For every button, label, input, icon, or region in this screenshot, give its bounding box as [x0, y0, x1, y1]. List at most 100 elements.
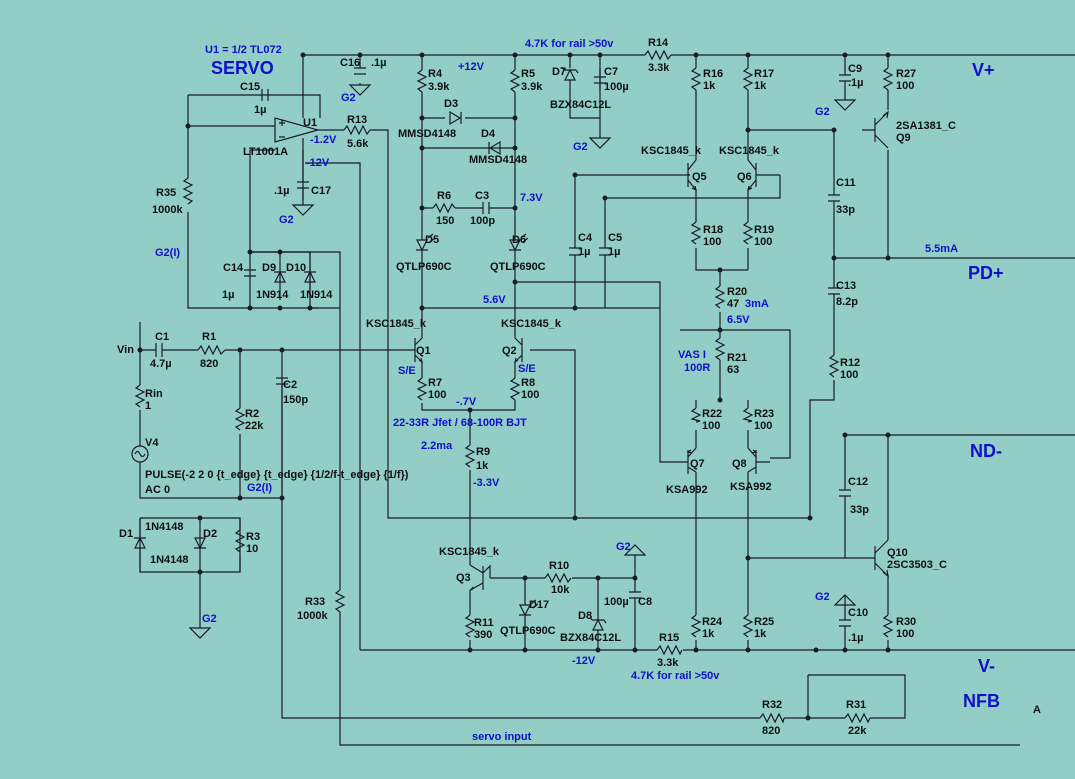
part-q8: KSA992	[730, 481, 772, 493]
designator-r8: R8	[521, 377, 535, 389]
capacitor-c14	[244, 269, 256, 277]
designator-c12: C12	[848, 476, 868, 488]
node-a: A	[1033, 704, 1041, 716]
value-c17: .1µ	[274, 185, 290, 197]
volt-p12: +12V	[458, 61, 485, 73]
led-d5	[416, 233, 436, 252]
capacitor-c7	[594, 76, 606, 84]
resistor-r6	[432, 202, 456, 214]
value-r22: 100	[702, 420, 720, 432]
resistor-r31	[844, 712, 871, 724]
designator-c10: C10	[848, 607, 868, 619]
designator-d1: D1	[119, 528, 133, 540]
value-c2: 150p	[283, 394, 308, 406]
resistor-r5	[509, 69, 521, 93]
ground-label: G2	[573, 141, 588, 153]
designator-r5: R5	[521, 68, 535, 80]
value-d7: BZX84C12L	[550, 99, 611, 111]
designator-c13: C13	[836, 280, 856, 292]
resistor-r27	[882, 67, 894, 91]
value-r31: 22k	[848, 725, 867, 737]
resistor-r1	[197, 344, 226, 356]
designator-q2: Q2	[502, 345, 517, 357]
value-c4: 1µ	[578, 246, 590, 258]
diode-d9	[274, 270, 286, 283]
value-r20: 47	[727, 298, 739, 310]
resistor-r35	[182, 177, 194, 216]
designator-r7: R7	[428, 377, 442, 389]
diode-d1	[134, 518, 146, 572]
value-d1: 1N4148	[145, 521, 184, 533]
vas-note-2: 100R	[684, 362, 710, 374]
se-label-1: S/E	[398, 365, 416, 377]
value-r9: 1k	[476, 460, 489, 472]
designator-r16: R16	[703, 68, 723, 80]
part-q6: KSC1845_k	[719, 145, 780, 157]
value-r32: 820	[762, 725, 780, 737]
value-d9: 1N914	[256, 289, 289, 301]
value-d4: MMSD4148	[469, 154, 527, 166]
bjt-q7	[680, 447, 697, 474]
volt-5_6: 5.6V	[483, 294, 506, 306]
designator-c5: C5	[608, 232, 622, 244]
designator-c11: C11	[836, 177, 856, 189]
led-d17	[519, 599, 539, 630]
designator-q1: Q1	[416, 345, 431, 357]
rail-pdplus: PD+	[968, 263, 1004, 283]
value-c15: 1µ	[254, 104, 266, 116]
resistor-r19	[742, 221, 754, 245]
resistor-r22	[690, 407, 702, 423]
designator-r11: R11	[474, 617, 494, 629]
resistor-r11	[464, 614, 476, 638]
designator-d17: D17	[529, 599, 549, 611]
bjt-q2	[514, 330, 523, 364]
designator-r12: R12	[840, 357, 860, 369]
value-d17: QTLP690C	[500, 625, 556, 637]
bjt-q10	[870, 535, 889, 578]
designator-r20: R20	[727, 286, 747, 298]
resistor-r21	[714, 337, 726, 361]
capacitor-c3	[470, 202, 500, 214]
resistor-r23	[742, 407, 754, 423]
resistor-r14	[644, 49, 672, 61]
value-r15: 3.3k	[657, 657, 679, 669]
capacitor-c15	[261, 89, 269, 101]
zener-d8	[589, 612, 607, 632]
designator-r32: R32	[762, 699, 782, 711]
designator-c7: C7	[604, 66, 618, 78]
rail-vminus: V-	[978, 656, 995, 676]
rail-nfb: NFB	[963, 691, 1000, 711]
volt-7_3: 7.3V	[520, 192, 543, 204]
diode-d4	[488, 140, 501, 156]
volt-m_7: -.7V	[456, 396, 477, 408]
value-r17: 1k	[754, 80, 767, 92]
designator-c2: C2	[283, 379, 297, 391]
designator-c14: C14	[223, 262, 244, 274]
value-c16: .1µ	[371, 57, 387, 69]
designator-d4: D4	[481, 128, 496, 140]
ground-symbols	[188, 84, 857, 639]
designator-c16: C16	[340, 57, 360, 69]
bjt-q6	[747, 159, 780, 192]
diode-d3	[449, 110, 462, 126]
capacitor-c4	[569, 247, 581, 256]
designator-q10: Q10	[887, 547, 908, 559]
designator-q8: Q8	[732, 458, 747, 470]
capacitor-c9	[839, 55, 851, 92]
designator-d5: D5	[425, 234, 439, 246]
value-r4: 3.9k	[428, 81, 450, 93]
rail-ndminus: ND-	[970, 441, 1002, 461]
opamp-u1	[274, 117, 321, 143]
r14-note: 4.7K for rail >50v	[525, 38, 614, 50]
value-r2: 22k	[245, 420, 264, 432]
resistor-r7	[416, 377, 428, 401]
volt-m12b: -12V	[572, 655, 596, 667]
value-c8: 100µ	[604, 596, 629, 608]
resistor-r24	[690, 614, 702, 638]
resistor-r9	[464, 444, 476, 468]
designator-r27: R27	[896, 68, 916, 80]
value-d10: 1N914	[300, 289, 333, 301]
value-d8: BZX84C12L	[560, 632, 621, 644]
value-r25: 1k	[754, 628, 767, 640]
servo-input-label: servo input	[472, 731, 532, 743]
